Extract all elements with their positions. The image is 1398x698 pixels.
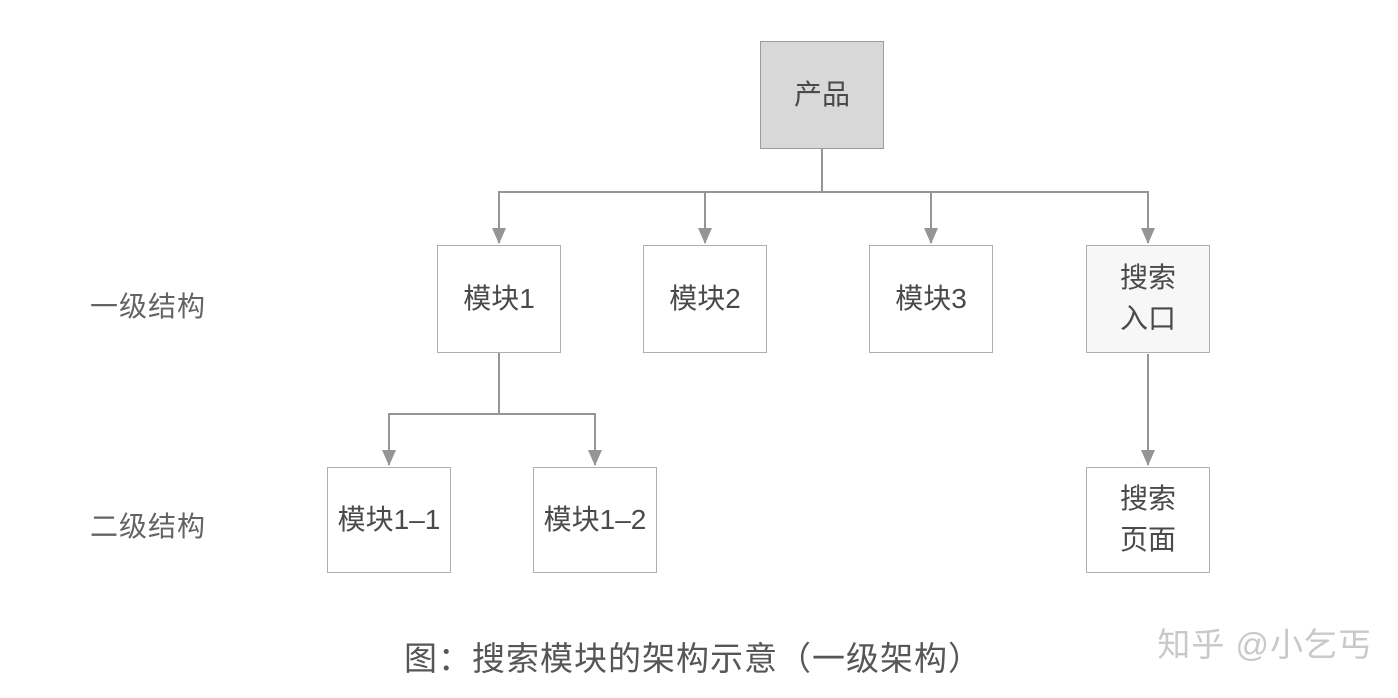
node-search-page: 搜索 页面 <box>1086 467 1210 573</box>
row-label-level1: 一级结构 <box>90 291 207 322</box>
node-module1-2: 模块1–2 <box>533 467 657 573</box>
figure-caption: 图：搜索模块的架构示意（一级架构） <box>404 640 982 677</box>
row-label-level2: 二级结构 <box>90 511 207 542</box>
node-module3: 模块3 <box>869 245 993 353</box>
node-module1-1: 模块1–1 <box>327 467 451 573</box>
node-search-entry: 搜索 入口 <box>1086 245 1210 353</box>
watermark: 知乎 @小乞丐 <box>1157 626 1372 663</box>
node-module1: 模块1 <box>437 245 561 353</box>
node-product: 产品 <box>760 41 884 149</box>
node-module2: 模块2 <box>643 245 767 353</box>
